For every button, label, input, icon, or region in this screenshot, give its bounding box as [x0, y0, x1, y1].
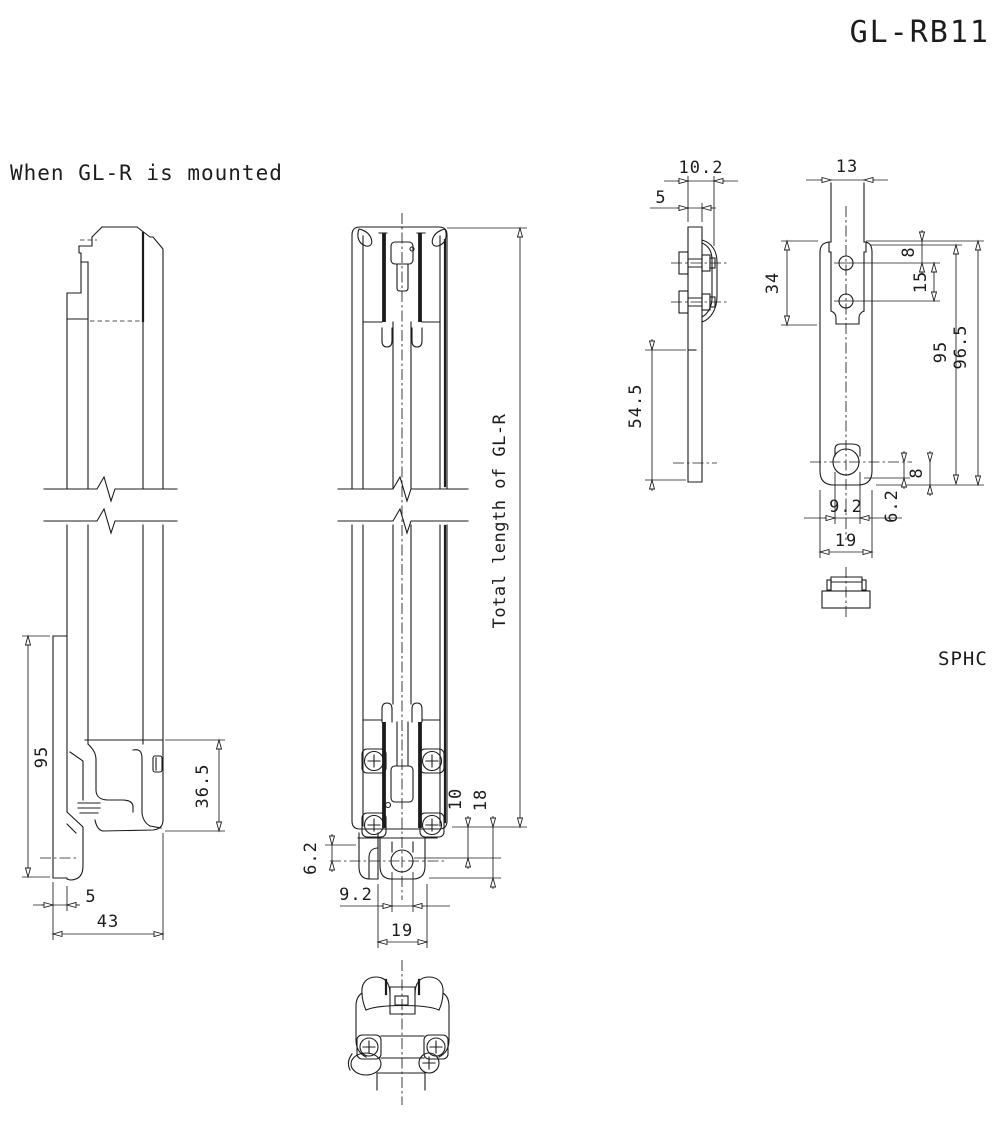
dimension-label: 6.2 [301, 841, 321, 875]
dimension-label: 5 [655, 188, 666, 208]
dimension-label: 19 [391, 921, 413, 941]
mounted-front-view: Total length of GL-R 10 18 6.2 9.2 19 [301, 213, 527, 948]
dimension-label: 36.5 [193, 764, 213, 809]
bracket-side-view: 10.2 5 54.5 [626, 158, 738, 491]
bracket-front-view: 13 34 8 15 95 96.5 9.2 19 6.2 [763, 157, 984, 620]
dimension-label: 34 [763, 272, 783, 294]
dimension-label: 10.2 [679, 158, 724, 178]
mounted-side-view: 95 36.5 5 43 [22, 226, 225, 940]
dimension-label: 95 [32, 746, 52, 768]
total-length-label: Total length of GL-R [490, 413, 510, 628]
dimension-label: 13 [836, 157, 858, 177]
dimension-label: 9.2 [339, 885, 373, 905]
dimension-label: 43 [97, 912, 119, 932]
mount-screws [361, 748, 445, 838]
dimension-label: 18 [471, 789, 491, 811]
dimension-label: 8 [899, 246, 919, 257]
dimension-label: 15 [911, 271, 931, 293]
dimension-label: 8 [907, 467, 927, 478]
dimension-label: 9.2 [829, 497, 863, 517]
material-label: SPHC [938, 648, 988, 670]
dimension-label: 95 [931, 341, 951, 363]
dimension-label: 6.2 [882, 489, 902, 523]
dimension-label: 96.5 [951, 325, 971, 370]
mounted-note: When GL-R is mounted [10, 161, 283, 185]
dimension-label: 10 [446, 788, 466, 810]
dimension-label: 5 [85, 887, 96, 907]
mounted-bottom-view [347, 960, 450, 1105]
drawing-title: GL-RB11 [850, 15, 990, 50]
dimension-label: 19 [835, 531, 857, 551]
dimension-label: 54.5 [626, 384, 646, 429]
